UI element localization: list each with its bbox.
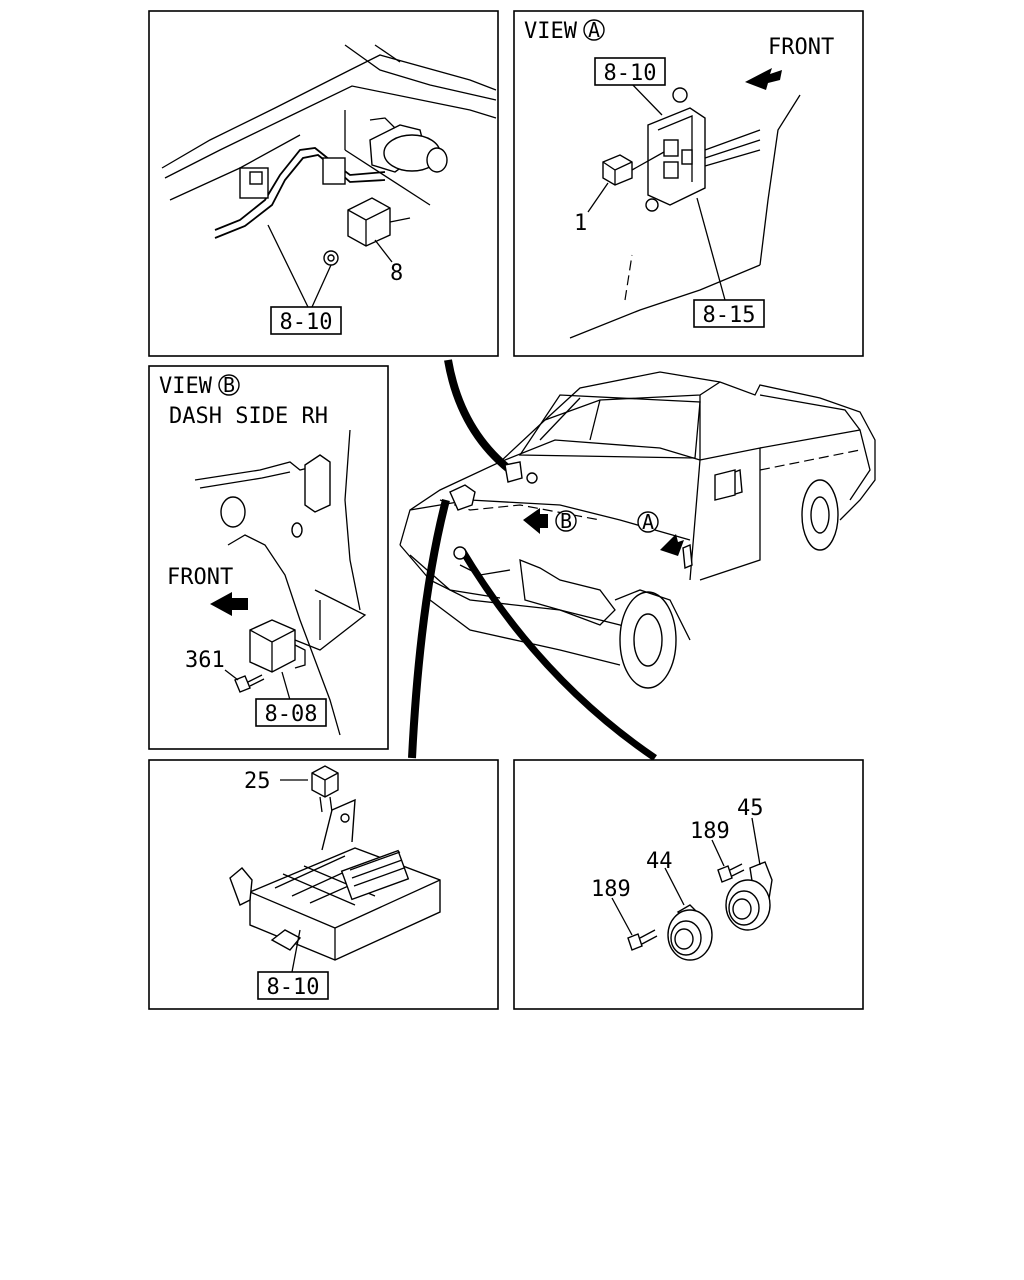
ref-label: 8-10 [280,310,333,335]
truck-overview: B A [399,359,876,761]
view-marker-a [583,19,605,41]
part-number: 25 [244,769,271,794]
panel-wiper-relay: 8 8-10 [148,10,499,357]
view-title: VIEW [524,19,578,44]
view-letter: A [588,18,600,42]
ref-label: 8-08 [265,702,318,727]
marker-b [555,510,577,532]
ref-box [257,971,329,1000]
ref-label: 8-10 [267,975,320,1000]
ref-label: 8-15 [703,303,756,328]
marker-b-letter: B [560,509,572,533]
front-label: FRONT [768,35,834,60]
marker-a [637,511,659,533]
view-marker-b [218,374,240,396]
ref-label: 8-10 [604,61,657,86]
part-number: 189 [690,819,730,844]
front-arrow-icon [210,592,248,616]
arrow-a-icon [660,534,684,556]
marker-a-letter: A [642,510,654,534]
part-number: 8 [390,261,403,286]
panel-view-b: VIEW B DASH SIDE RH FRONT 361 8-08 [148,365,389,750]
front-label: FRONT [167,565,233,590]
part-number: 44 [646,849,673,874]
ref-box [270,306,342,335]
panel-horns: 45 189 44 189 [513,759,864,1010]
part-number: 189 [591,877,631,902]
ref-box [693,299,765,328]
part-number: 45 [737,796,764,821]
panel-fuse-box: 25 8-10 [148,759,499,1010]
view-letter: B [223,373,235,397]
arrow-b-icon [523,508,548,534]
part-number: 361 [185,648,225,673]
ref-box [594,57,666,86]
front-arrow-icon [745,68,782,90]
part-number: 1 [574,211,587,236]
view-title: VIEW [159,374,213,399]
view-subtitle: DASH SIDE RH [169,404,328,429]
ref-box [255,698,327,727]
panel-view-a: VIEW A FRONT 8-10 1 8-15 [513,10,864,357]
